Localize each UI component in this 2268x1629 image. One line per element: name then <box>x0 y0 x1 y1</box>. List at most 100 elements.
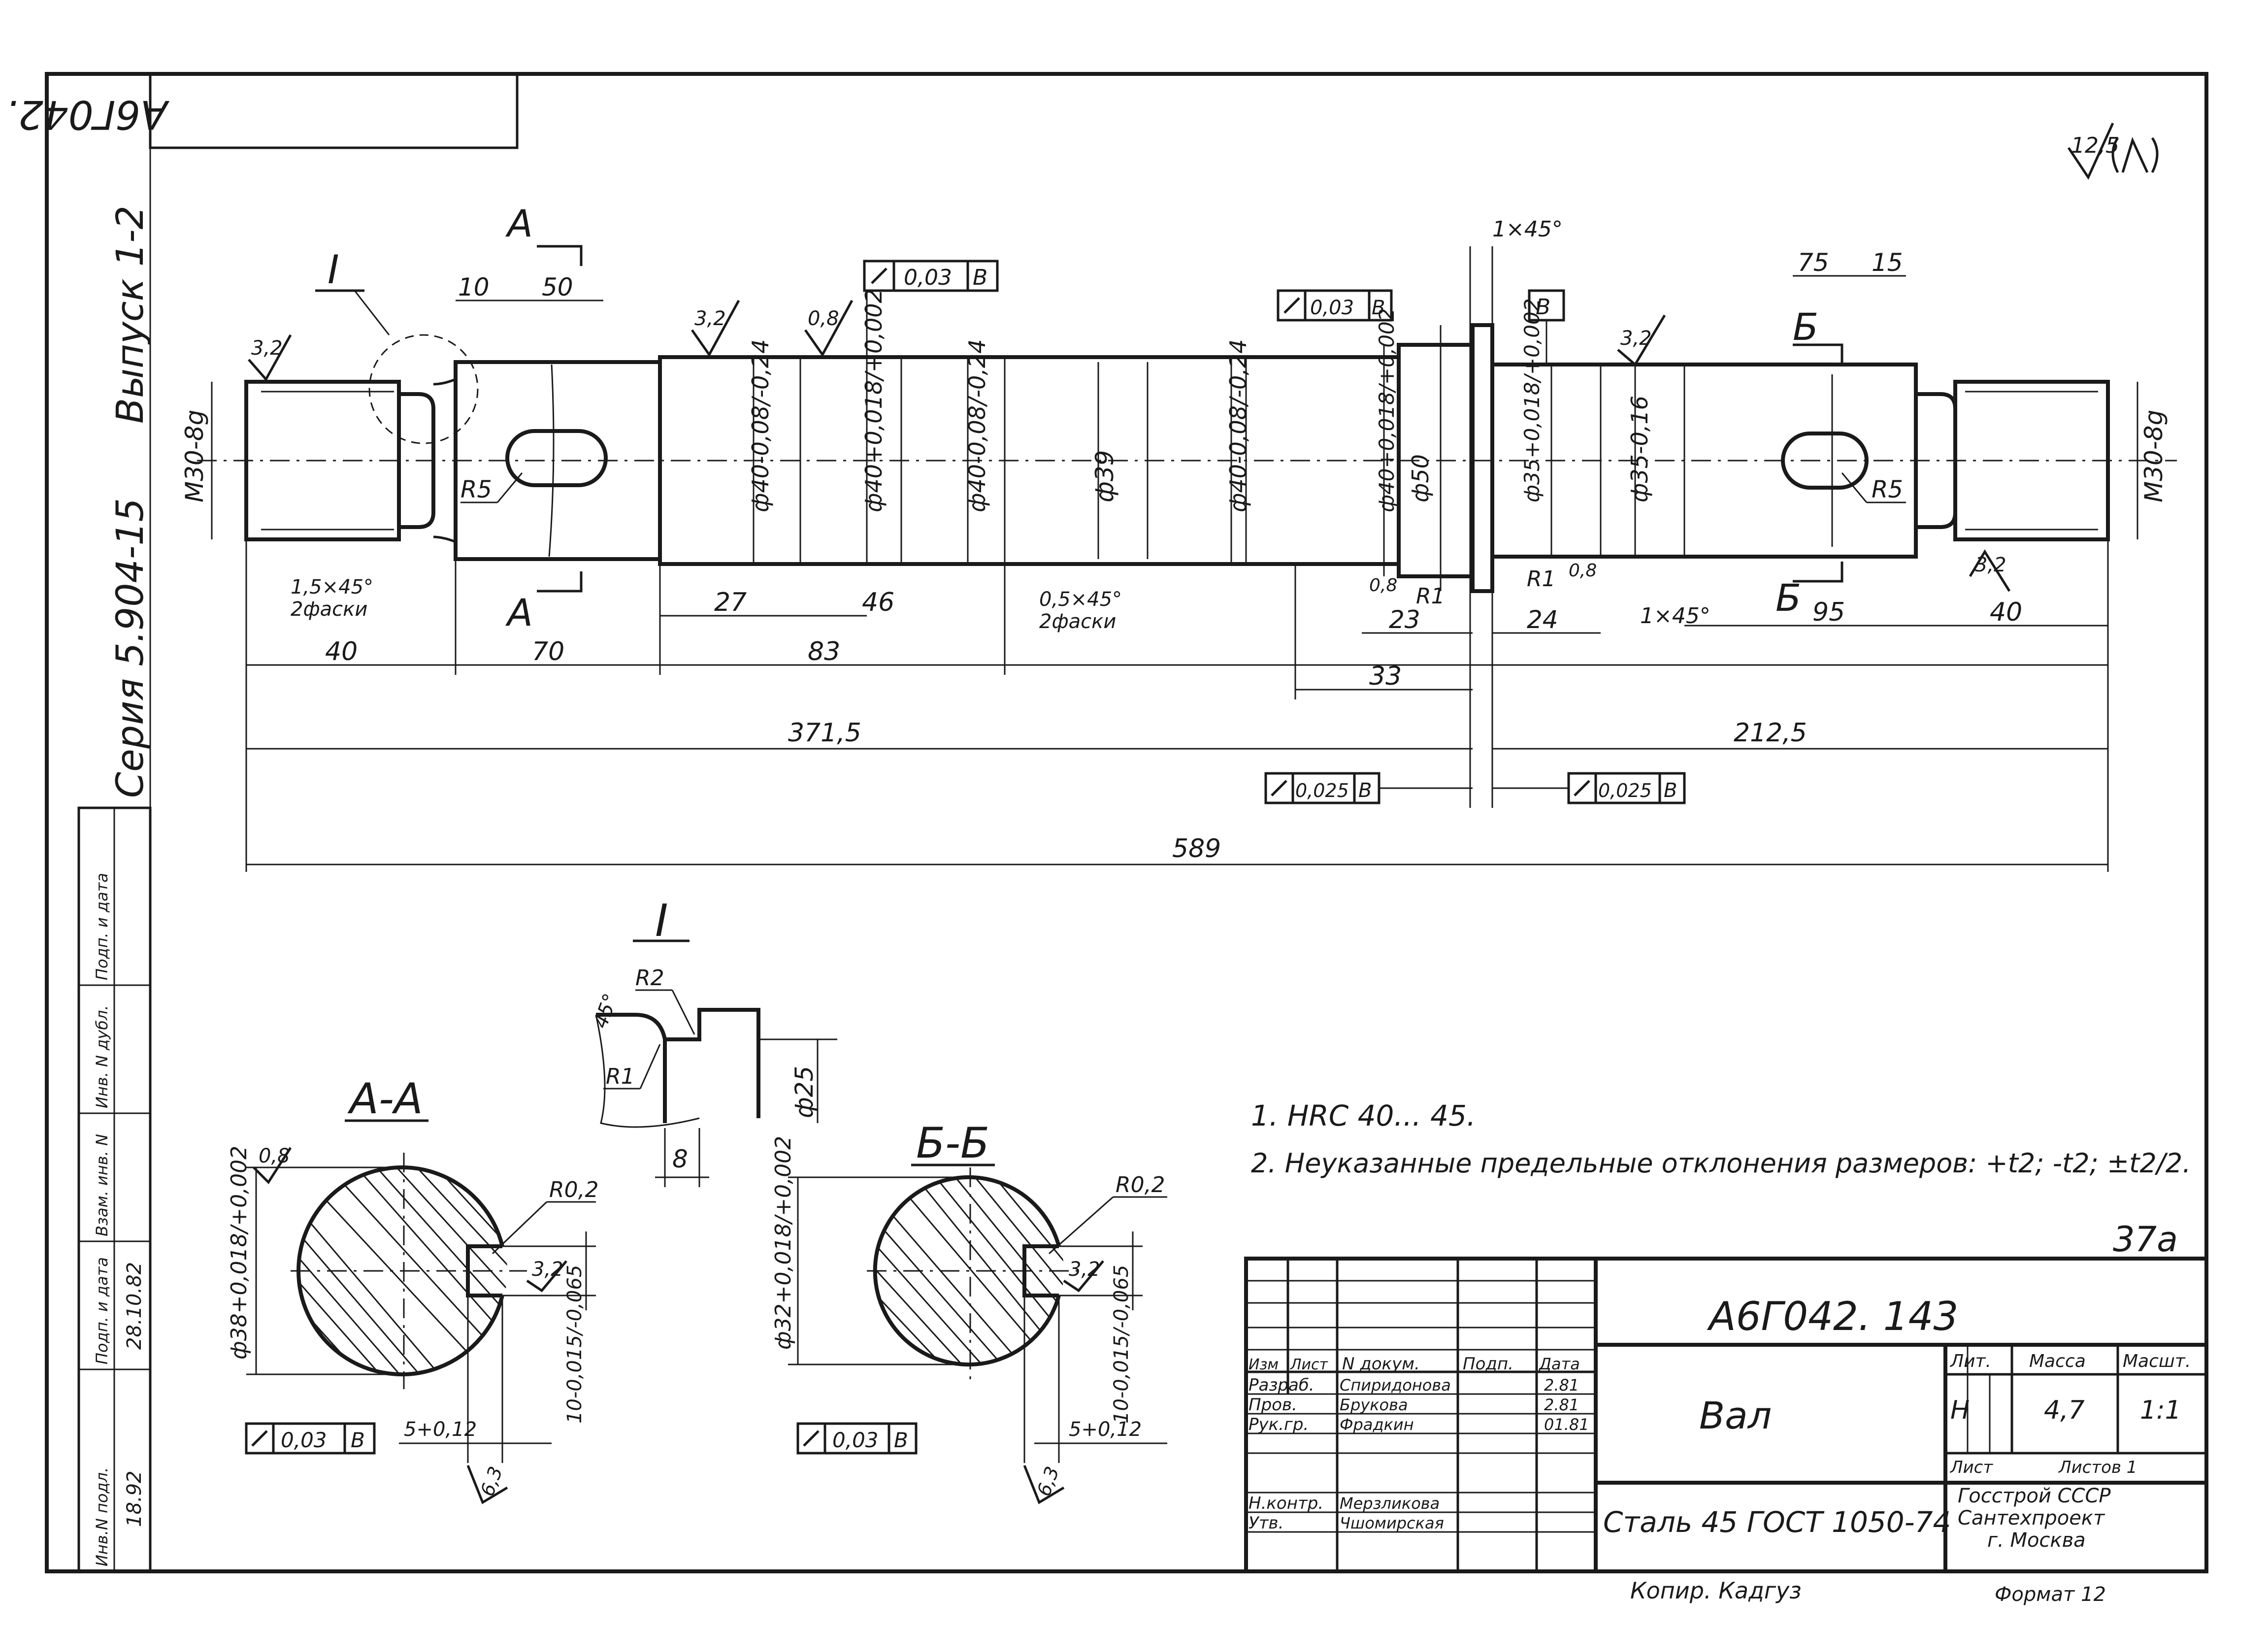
runout-frame-top: 0,03 В <box>863 260 999 357</box>
section-aa-keyway <box>466 1244 502 1297</box>
dia-40-b: ф40+0,018/+0,002 <box>860 289 887 512</box>
svg-text:Рук.гр.: Рук.гр. <box>1249 1415 1309 1434</box>
roughness-marks-shaft: 3,2 3,2 0,8 3,2 3,2 0,8 0,8 <box>248 299 2011 596</box>
section-bb-dia: ф32+0,018/+0,002 <box>771 1136 796 1350</box>
svg-text:371,5: 371,5 <box>788 718 861 748</box>
radius-r1-right: R1 <box>1527 566 1556 592</box>
side-stamp: Подп. и дата Инв. N дубл. Взам. инв. N П… <box>77 806 152 1573</box>
svg-text:40: 40 <box>325 637 358 666</box>
svg-text:6,3: 6,3 <box>476 1463 507 1499</box>
svg-text:15: 15 <box>1872 248 1903 277</box>
svg-text:ф25: ф25 <box>790 1066 819 1118</box>
svg-text:Госстрой СССР: Госстрой СССР <box>1958 1485 2111 1507</box>
note-1: 1. HRC 40... 45. <box>1251 1099 1476 1132</box>
section-bb: Б-Б ф32+0,018/+0,002 R0,2 3,2 10-0,015/-… <box>771 1119 1167 1504</box>
runout-frame-bottom-left: 0,025 В <box>1264 772 1473 804</box>
svg-text:70: 70 <box>532 637 564 666</box>
svg-text:R0,2: R0,2 <box>1116 1172 1165 1197</box>
top-stamp-text: А6Г042. 143 <box>0 92 170 137</box>
svg-text:В: В <box>973 265 987 290</box>
svg-text:40: 40 <box>1990 598 2022 627</box>
svg-text:0,8: 0,8 <box>808 307 839 330</box>
section-aa-dia: ф38+0,018/+0,002 <box>227 1146 252 1360</box>
svg-text:95: 95 <box>1812 598 1845 627</box>
dia-50: ф50 <box>1407 454 1434 502</box>
side-inv-value: 18.92 <box>123 1470 146 1527</box>
section-aa-title: А-А <box>347 1074 423 1124</box>
svg-text:0,03: 0,03 <box>281 1428 327 1452</box>
svg-text:0,025: 0,025 <box>1598 780 1652 801</box>
svg-text:Спиридонова: Спиридонова <box>1340 1376 1451 1395</box>
series-label: Серия 5.904-15 <box>108 498 152 798</box>
svg-text:0,03: 0,03 <box>904 265 952 290</box>
side-inv-dubl: Инв. N дубл. <box>93 1005 111 1108</box>
svg-text:Сантехпроект: Сантехпроект <box>1958 1507 2105 1529</box>
svg-text:А: А <box>505 591 533 634</box>
svg-text:Листов 1: Листов 1 <box>2058 1458 2137 1477</box>
svg-text:г. Москва: г. Москва <box>1987 1529 2086 1552</box>
detail-i-label: I <box>328 247 339 293</box>
dia-39: ф39 <box>1090 450 1119 502</box>
keyway-right <box>1781 432 1869 490</box>
chamfer-15x45: 1,5×45° <box>291 576 373 598</box>
dia-40-e: ф40+0,018/+0,002 <box>1375 308 1399 512</box>
svg-text:Н: Н <box>1950 1396 1970 1425</box>
svg-text:Разраб.: Разраб. <box>1249 1375 1315 1395</box>
svg-text:0,03: 0,03 <box>1310 297 1354 319</box>
svg-text:12,5: 12,5 <box>2071 133 2119 158</box>
section-a-markers: А А <box>505 201 583 634</box>
chamfer-15-two: 2фаски <box>291 598 367 621</box>
svg-text:45°: 45° <box>589 991 622 1031</box>
side-inv-podl: Инв.N подл. <box>93 1467 111 1566</box>
svg-text:3,2: 3,2 <box>1975 554 2006 576</box>
svg-text:1:1: 1:1 <box>2140 1396 2181 1425</box>
title-material: Сталь 45 ГОСТ 1050-74 <box>1603 1505 1951 1539</box>
svg-text:23: 23 <box>1389 605 1420 634</box>
collar-50 <box>1471 323 1494 593</box>
chamfer-1x45-top: 1×45° <box>1492 217 1563 242</box>
section-bb-title: Б-Б <box>916 1119 989 1168</box>
svg-text:Пров.: Пров. <box>1249 1395 1297 1415</box>
dia-40-d: ф40-0,08/-0,24 <box>1225 339 1251 512</box>
sheet-number: 37а <box>2113 1219 2178 1260</box>
svg-text:В: В <box>1358 779 1372 802</box>
svg-text:27: 27 <box>714 588 747 617</box>
format-label: Формат 12 <box>1995 1583 2106 1606</box>
svg-text:46: 46 <box>862 588 894 617</box>
svg-text:Лит.: Лит. <box>1949 1351 1991 1371</box>
svg-text:33: 33 <box>1369 662 1402 691</box>
side-podp-data-1: Подп. и дата <box>93 1257 111 1364</box>
svg-text:Б: Б <box>1775 576 1801 620</box>
chamfer-05x45: 0,5×45° <box>1039 588 1122 611</box>
chamfer-1x45-right: 1×45° <box>1640 603 1710 629</box>
svg-text:0,8: 0,8 <box>1569 561 1597 581</box>
radius-r5-right: R5 <box>1872 476 1903 503</box>
side-date-value: 28.10.82 <box>123 1262 146 1350</box>
section-b-markers: Б Б <box>1775 305 1843 620</box>
keyway-left <box>505 429 608 487</box>
svg-text:В: В <box>1664 779 1677 802</box>
svg-text:Утв.: Утв. <box>1249 1513 1283 1533</box>
right-thread <box>1953 380 2110 541</box>
note-2: 2. Неуказанные предельные отклонения раз… <box>1251 1148 2191 1179</box>
svg-text:Изм: Изм <box>1249 1356 1279 1373</box>
svg-text:4,7: 4,7 <box>2044 1396 2085 1425</box>
section-bb-key-width: 10-0,015/-0,065 <box>1110 1265 1133 1424</box>
svg-text:589: 589 <box>1172 834 1221 864</box>
svg-text:83: 83 <box>808 637 840 666</box>
side-vzam-inv: Взам. инв. N <box>93 1134 111 1236</box>
svg-text:В: В <box>894 1428 908 1452</box>
svg-text:0,8: 0,8 <box>1369 575 1397 596</box>
svg-text:212,5: 212,5 <box>1734 718 1807 748</box>
svg-text:3,2: 3,2 <box>251 337 283 360</box>
detail-i-title: I <box>655 895 668 947</box>
thread-right-label: М30-8g <box>2139 410 2168 502</box>
svg-text:3,2: 3,2 <box>694 307 726 330</box>
side-podp-data: Подп. и дата <box>93 873 111 980</box>
svg-text:Б: Б <box>1793 305 1818 349</box>
issue-label: Выпуск 1-2 <box>108 205 152 424</box>
dims-top: 10 50 75 15 <box>456 248 1906 301</box>
section-aa-key-depth: 5+0,12 <box>404 1418 477 1441</box>
svg-text:Фрадкин: Фрадкин <box>1340 1415 1414 1434</box>
svg-text:8: 8 <box>672 1145 688 1173</box>
